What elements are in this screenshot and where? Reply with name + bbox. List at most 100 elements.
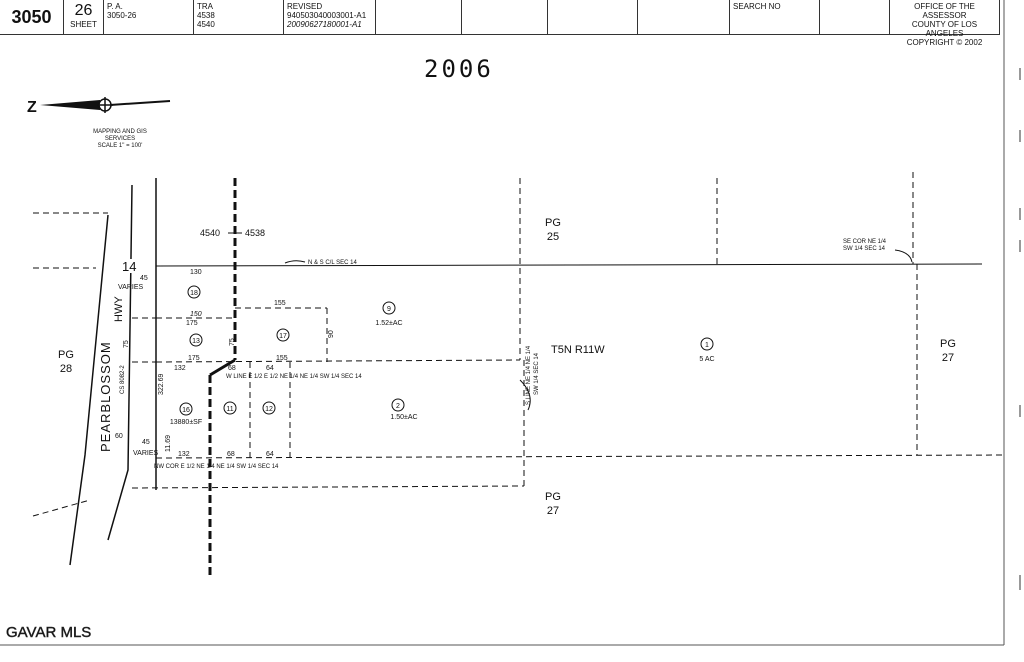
s-line-label-1: S LINE NE 1/4 NE 1/4 (526, 345, 532, 405)
blank-cell-3 (548, 0, 638, 34)
parcel-id: 11 (226, 406, 233, 413)
parcel-circle (262, 401, 276, 415)
search-label: SEARCH NO (733, 2, 781, 11)
parcel-circle (276, 328, 290, 342)
route-shield-icon (121, 259, 138, 273)
legend-line-3: SCALE 1" = 100' (98, 143, 143, 149)
dim: 132 (174, 365, 186, 372)
parcel-id: 9 (387, 306, 391, 313)
dim: 75 (229, 338, 236, 346)
se-cor-line-2: SW 1/4 SEC 14 (843, 246, 886, 252)
parcel-id: 2 (396, 403, 400, 410)
highway-abbrev: HWY (113, 296, 125, 322)
title-block: 3050 26 SHEET P. A. 3050-26 TRA 4538 454… (0, 0, 1000, 47)
ns-centerline (155, 263, 983, 267)
dim: 64 (266, 365, 274, 372)
dim: 68 (228, 365, 236, 372)
blank-cell-4 (638, 0, 730, 34)
parcel-area: 1.50±AC (390, 414, 417, 421)
pg25-number: 25 (547, 231, 559, 243)
parcel-area: 1.52±AC (375, 320, 402, 327)
dim: 64 (266, 451, 274, 458)
dim: 130 (190, 269, 202, 276)
dim: 60 (115, 433, 123, 440)
parcel-id: 17 (279, 333, 287, 340)
dim: 155 (274, 300, 286, 307)
dim: VARIES (133, 450, 158, 457)
tra-value-2: 4540 (197, 20, 215, 29)
township-label: T5N R11W (551, 344, 605, 356)
parcel-area: 13880±SF (170, 419, 202, 426)
tra-left: 4540 (200, 228, 220, 238)
dim: 155 (276, 355, 288, 362)
se-cor-line-1: SE COR NE 1/4 (843, 239, 887, 245)
page-number: 26 (74, 2, 93, 19)
leader-se-cor (894, 249, 913, 263)
pg28-number: 28 (60, 363, 72, 375)
leader-ns-line (284, 260, 306, 264)
route-number: 14 (122, 259, 136, 274)
parcel-area: 5 AC (699, 356, 714, 363)
dim: 175 (186, 320, 198, 327)
sheet-label: SHEET (70, 20, 97, 29)
parcel-id: 18 (190, 290, 198, 297)
blank-cell-5 (820, 0, 890, 34)
map-book-number: 3050 (0, 0, 64, 34)
legend-line-2: SERVICES (105, 136, 135, 142)
dim: VARIES (118, 284, 143, 291)
assessor-line-3: COPYRIGHT © 2002 (906, 38, 983, 47)
tra-value-1: 4538 (197, 11, 215, 20)
page-number-cell: 26 SHEET (64, 0, 104, 34)
dim: 45 (142, 439, 150, 446)
svg-text:Z: Z (27, 99, 37, 116)
legend-line-1: MAPPING AND GIS (93, 129, 147, 135)
dim: 322.69 (158, 373, 165, 395)
parcel-circle (391, 398, 405, 412)
section-extensions (32, 212, 156, 517)
highway-name: PEARBLOSSOM (98, 341, 113, 452)
cs-label: CS 8082-2 (120, 365, 126, 394)
assessor-line-1: OFFICE OF THE ASSESSOR (914, 2, 975, 20)
assessor-line-2: COUNTY OF LOS ANGELES (911, 20, 978, 38)
s-line-label-2: SW 1/4 SEC 14 (534, 352, 540, 395)
parcel-id: 12 (265, 406, 273, 413)
ns-line-label: N & S C/L SEC 14 (308, 260, 357, 266)
parcel-id: 13 (192, 338, 200, 345)
watermark: GAVAR MLS (6, 624, 91, 641)
dim: 75 (123, 340, 130, 348)
tra-label: TRA (197, 2, 213, 11)
pa-cell: P. A. 3050-26 (104, 0, 194, 34)
dim: 45 (140, 275, 148, 282)
parcel-circle (700, 337, 714, 351)
pa-label: P. A. (107, 2, 123, 11)
tra-cell: TRA 4538 4540 (194, 0, 284, 34)
parcel-id: 1 (705, 342, 709, 349)
parcel-circle (187, 285, 201, 299)
pg27-east-label: PG (940, 338, 956, 350)
revised-value-1: 940503040003001-A1 (287, 11, 367, 20)
parcel-markers: 18 13 17 9 1.52±AC 16 13880±SF 11 12 2 1… (170, 285, 715, 426)
dim: 175 (188, 355, 200, 362)
assessor-cell: OFFICE OF THE ASSESSOR COUNTY OF LOS ANG… (890, 0, 1000, 47)
lot-lines (131, 172, 1005, 489)
tra-boundary-jog (209, 358, 236, 377)
revised-cell: REVISED 940503040003001-A1 2009062718000… (284, 0, 376, 34)
revised-label: REVISED (287, 2, 323, 11)
parcel-circle (189, 333, 203, 347)
parcel-id: 16 (182, 407, 190, 414)
leader-s-line (519, 379, 531, 411)
pg27-east-number: 27 (942, 352, 954, 364)
north-arrow-icon: Z (27, 97, 171, 116)
pa-value: 3050-26 (107, 11, 137, 20)
dim: 90 (328, 330, 335, 338)
year-stamp: 2006 (424, 55, 494, 83)
dim: 150 (190, 311, 202, 318)
pg28-label: PG (58, 349, 74, 361)
pg25-label: PG (545, 217, 561, 229)
dim: 11.69 (165, 435, 172, 452)
nw-cor-label: NW COR E 1/2 NE 1/4 NE 1/4 SW 1/4 SEC 14 (154, 464, 279, 470)
dim: 132 (178, 451, 190, 458)
tra-right: 4538 (245, 228, 265, 238)
w-line-label: W LINE E 1/2 E 1/2 NE 1/4 NE 1/4 SW 1/4 … (226, 374, 362, 380)
